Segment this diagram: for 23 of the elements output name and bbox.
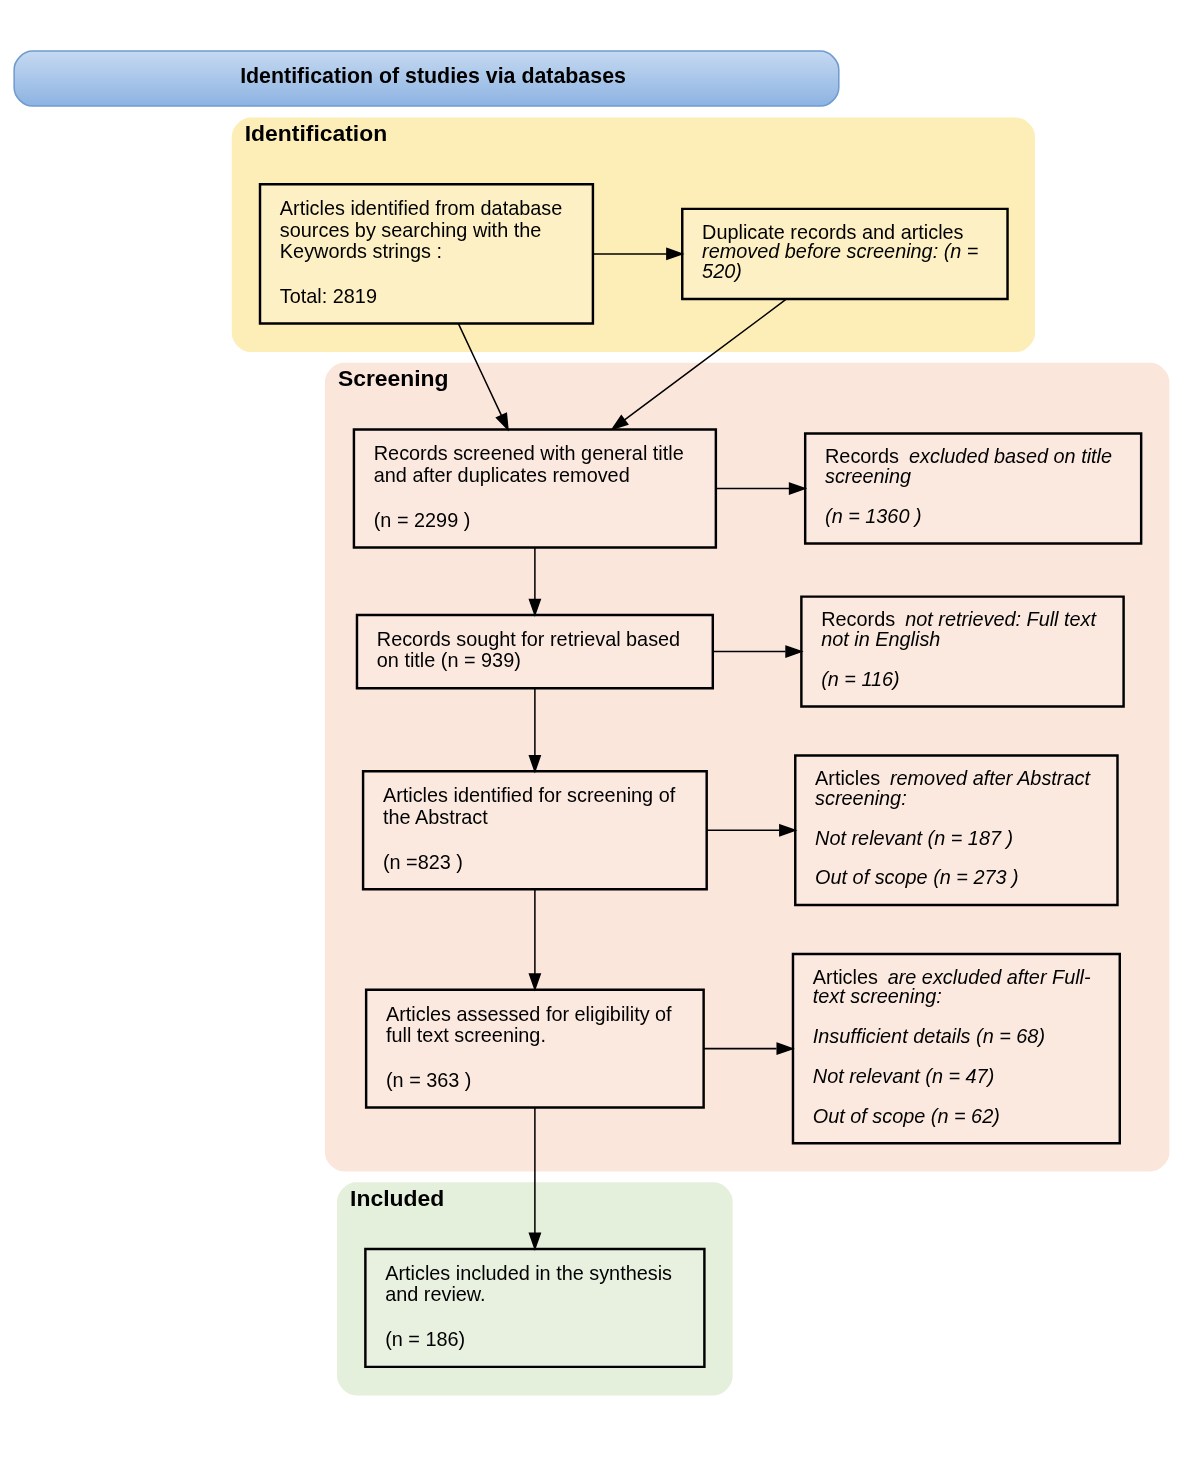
arrow — [702, 1041, 795, 1055]
node-box: Records not retrieved: Full text not in English (n = 116) — [800, 594, 1125, 708]
arrow — [457, 322, 509, 431]
node-box: Articles are excluded after Full-text screening: Insufficient details (n = 68) Not relevant (n = 47) Out of scope (n = 62) — [791, 952, 1121, 1145]
node-box: Articles removed after Abstract screening: Not relevant (n = 187 ) Out of scope (n = 273 ) — [794, 753, 1119, 906]
node-box: Records excluded based on title screening (n = 1360 ) — [803, 431, 1143, 545]
arrow — [528, 546, 542, 617]
arrow — [706, 823, 798, 837]
node-box: Identification of studies via databases — [13, 49, 840, 107]
arrow — [592, 247, 685, 260]
arrow — [610, 297, 788, 431]
node-box: Articles identified from database sources by searching with the Keywords strings : Total: 2819 — [258, 182, 595, 325]
node-box: Duplicate records and articles removed before screening: (n = 520) — [681, 207, 1009, 300]
node-box: Articles assessed for eligibility of full text screening. (n = 363 ) — [364, 987, 705, 1109]
node-box: Articles included in the synthesis and review. (n = 186) — [364, 1247, 706, 1368]
node-box: Records screened with general title and after duplicates removed (n = 2299 ) — [352, 427, 718, 549]
node-box: Articles identified for screening of the Abstract (n =823 ) — [361, 769, 708, 890]
node-box: Records sought for retrieval based on title (n = 939) — [355, 613, 714, 689]
arrow — [528, 687, 542, 773]
arrow — [712, 644, 804, 658]
arrow — [715, 481, 808, 495]
arrow — [528, 888, 542, 992]
arrow — [528, 1106, 542, 1251]
